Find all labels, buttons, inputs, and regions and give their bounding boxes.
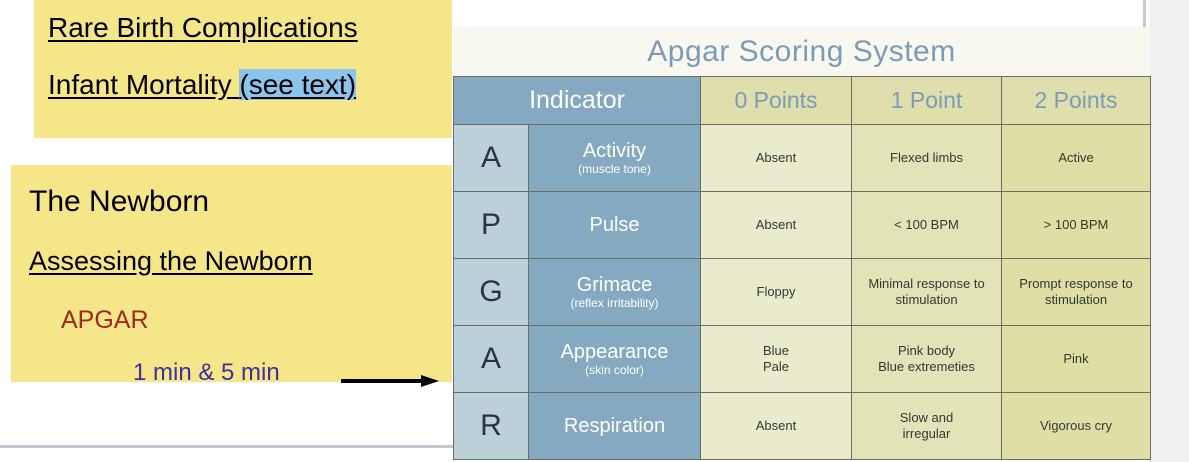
table-row: G Grimace (reflex irritability) Floppy M… xyxy=(453,258,1152,326)
row-letter: A xyxy=(453,124,529,192)
subheading-assessing-the-newborn: Assessing the Newborn xyxy=(29,246,313,276)
row-indicator-name: Grimace (reflex irritability) xyxy=(527,258,702,326)
row-letter: P xyxy=(453,191,529,259)
row-indicator-name: Respiration xyxy=(527,392,702,460)
row-indicator-name: Appearance (skin color) xyxy=(527,325,702,393)
viewer-right-gutter xyxy=(1149,0,1189,462)
apgar-table: Indicator 0 Points 1 Point 2 Points A Ac… xyxy=(452,76,1152,460)
cell-0-points: Absent xyxy=(700,191,853,259)
row-indicator-name: Pulse xyxy=(527,191,702,259)
table-header-row: Indicator 0 Points 1 Point 2 Points xyxy=(452,76,1152,125)
highlight-block-top: Rare Birth Complications Infant Mortalit… xyxy=(34,0,452,138)
cell-0-points: Absent xyxy=(700,392,853,460)
cell-1-point: Flexed limbs xyxy=(851,124,1003,192)
indicator-label: Activity xyxy=(582,139,647,162)
apgar-scoring-figure: Apgar Scoring System Indicator 0 Points … xyxy=(452,27,1152,460)
indicator-sublabel: (muscle tone) xyxy=(578,161,651,176)
table-row: A Activity (muscle tone) Absent Flexed l… xyxy=(453,124,1152,192)
bullet-apgar: APGAR xyxy=(61,306,149,334)
cell-0-points: Absent xyxy=(700,124,853,192)
detail-timing: 1 min & 5 min xyxy=(133,359,280,386)
cell-1-point: < 100 BPM xyxy=(851,191,1003,259)
arrow-right-icon xyxy=(341,375,439,387)
column-header-1-point: 1 Point xyxy=(851,76,1003,125)
highlight-block-main: The Newborn Assessing the Newborn APGAR … xyxy=(11,165,452,387)
column-header-2-points: 2 Points xyxy=(1001,76,1152,125)
indicator-label: Grimace xyxy=(576,273,653,296)
table-row: P Pulse Absent < 100 BPM > 100 BPM xyxy=(453,191,1152,259)
column-header-0-points: 0 Points xyxy=(700,76,853,125)
row-letter: A xyxy=(453,325,529,393)
text-infant-mortality: Infant Mortality (see text) xyxy=(48,69,357,100)
indicator-sublabel: (reflex irritability) xyxy=(570,295,659,310)
cell-2-points: > 100 BPM xyxy=(1001,191,1152,259)
text-see-text-highlight: (see text) xyxy=(239,69,357,100)
slide-canvas: Rare Birth Complications Infant Mortalit… xyxy=(0,0,1152,460)
row-letter: R xyxy=(453,392,529,460)
heading-the-newborn: The Newborn xyxy=(29,185,210,218)
cell-2-points: Pink xyxy=(1001,325,1152,393)
indicator-sublabel: (skin color) xyxy=(585,362,644,377)
apgar-title: Apgar Scoring System xyxy=(453,27,1150,76)
indicator-label: Pulse xyxy=(589,213,640,236)
row-letter: G xyxy=(453,258,529,326)
text-infant-mortality-label: Infant Mortality xyxy=(48,69,240,100)
cell-2-points: Prompt response to stimulation xyxy=(1001,258,1152,326)
indicator-label: Appearance xyxy=(560,340,669,363)
column-header-indicator: Indicator xyxy=(452,76,702,125)
cell-0-points: Floppy xyxy=(700,258,853,326)
row-indicator-name: Activity (muscle tone) xyxy=(527,124,702,192)
indicator-label: Respiration xyxy=(563,414,666,437)
text-rare-birth-complications: Rare Birth Complications xyxy=(48,12,358,43)
cell-2-points: Active xyxy=(1001,124,1152,192)
cell-1-point: Minimal response to stimulation xyxy=(851,258,1003,326)
cell-2-points: Vigorous cry xyxy=(1001,392,1152,460)
